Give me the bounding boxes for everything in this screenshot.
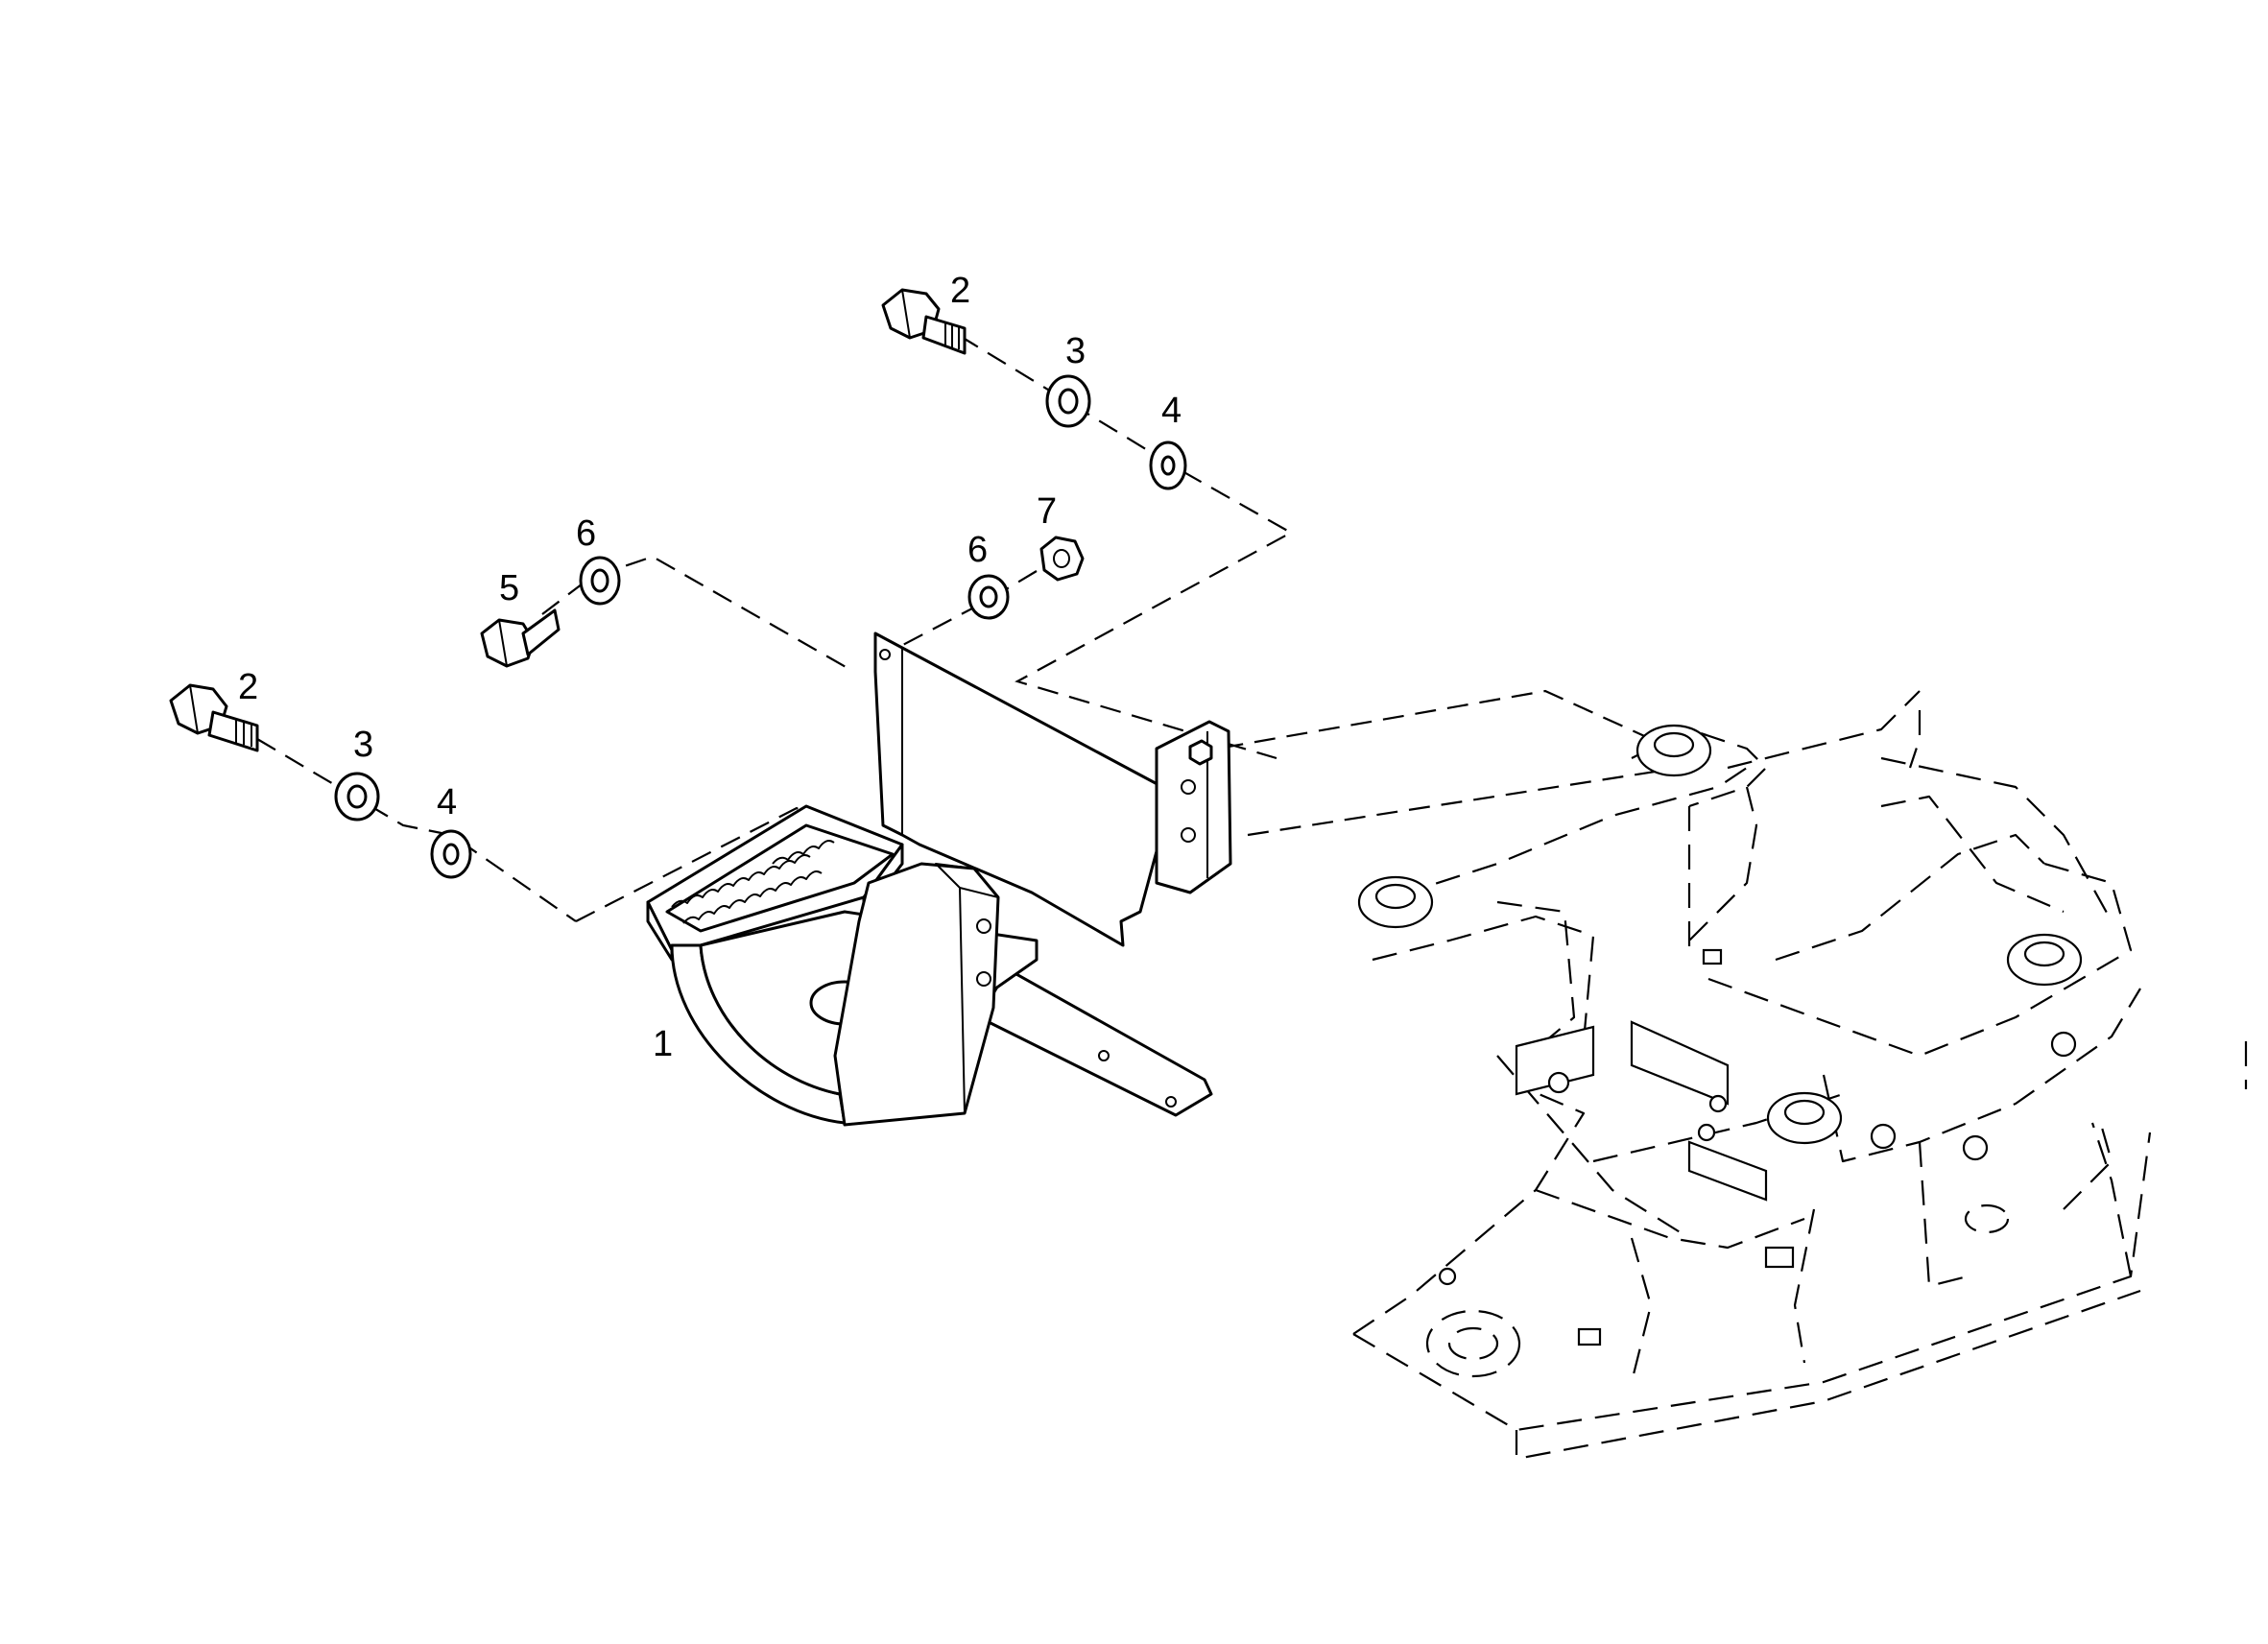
step-bracket-assembly bbox=[646, 631, 1232, 1127]
callout-6-right: 6 bbox=[967, 530, 988, 570]
bolt-top bbox=[881, 288, 967, 355]
callout-1: 1 bbox=[653, 1024, 673, 1064]
hex-nut bbox=[1039, 536, 1085, 582]
callout-2-left: 2 bbox=[238, 667, 258, 707]
machine-frame-outline bbox=[1352, 690, 2248, 1461]
callout-5: 5 bbox=[499, 568, 519, 608]
callout-labels: 1 2 3 4 5 6 6 7 2 3 4 bbox=[238, 271, 1182, 1064]
swing-bearing bbox=[1425, 1309, 1521, 1378]
washer-6-left bbox=[579, 556, 621, 606]
lock-washer-top bbox=[1045, 374, 1091, 428]
callout-4-top: 4 bbox=[1161, 391, 1182, 431]
flat-washer-top bbox=[1149, 441, 1187, 490]
callout-3-left: 3 bbox=[353, 725, 373, 765]
lock-washer-left bbox=[334, 772, 380, 822]
callout-7: 7 bbox=[1037, 491, 1057, 532]
callout-6-left: 6 bbox=[576, 513, 596, 554]
flat-washer-left bbox=[430, 829, 472, 879]
callout-4-left: 4 bbox=[437, 782, 457, 822]
frame-mount-pads bbox=[1357, 724, 2083, 1145]
bolt-left bbox=[169, 683, 259, 752]
step-grate-teeth bbox=[671, 840, 835, 924]
washer-6-right bbox=[967, 574, 1010, 620]
bolt-small bbox=[480, 608, 561, 668]
callout-2-top: 2 bbox=[950, 271, 970, 311]
callout-3-top: 3 bbox=[1065, 331, 1086, 371]
